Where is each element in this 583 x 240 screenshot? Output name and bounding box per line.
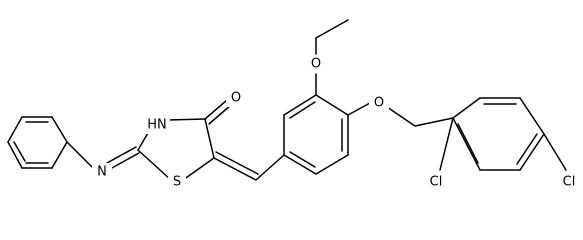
imine-nitrogen-label: N bbox=[97, 165, 107, 180]
bond bbox=[289, 151, 316, 168]
ortho-chlorine-label: Cl bbox=[430, 175, 443, 190]
bond bbox=[283, 154, 317, 175]
bond bbox=[452, 117, 481, 171]
bond bbox=[315, 19, 349, 39]
nh-label: HN bbox=[147, 118, 167, 133]
bond bbox=[204, 99, 228, 120]
bond bbox=[106, 146, 137, 164]
bond bbox=[215, 151, 259, 175]
bond bbox=[51, 116, 68, 143]
bond bbox=[289, 101, 316, 119]
bond bbox=[519, 97, 545, 135]
bond bbox=[51, 141, 68, 169]
label-background bbox=[369, 94, 389, 112]
thiazolidinone-ring bbox=[137, 99, 232, 181]
bond bbox=[386, 106, 416, 127]
bond bbox=[516, 133, 538, 165]
bond bbox=[519, 133, 545, 171]
para-chlorine-label: Cl bbox=[563, 175, 576, 190]
label-background bbox=[557, 173, 581, 191]
carbonyl-oxygen-label: O bbox=[231, 91, 241, 106]
bond bbox=[137, 149, 172, 181]
bond bbox=[315, 94, 349, 116]
bond bbox=[543, 133, 567, 171]
bond bbox=[167, 118, 206, 121]
bond bbox=[182, 157, 215, 181]
chemical-structure-diagram: O O O HN S N Cl Cl bbox=[7, 19, 581, 191]
bond bbox=[315, 154, 349, 175]
bond bbox=[255, 154, 285, 181]
bond bbox=[109, 152, 140, 170]
label-background bbox=[144, 116, 170, 134]
label-background bbox=[92, 163, 112, 181]
bond bbox=[66, 141, 93, 168]
bond bbox=[414, 117, 454, 127]
atom-labels: O O O HN S N Cl Cl bbox=[92, 55, 581, 191]
bond bbox=[7, 116, 23, 143]
bond bbox=[457, 123, 479, 164]
bond bbox=[439, 117, 454, 171]
central-benzene-ring bbox=[283, 94, 349, 175]
label-background bbox=[168, 173, 186, 191]
dichlorophenyl-ring bbox=[452, 97, 545, 171]
ether-oxygen-label: O bbox=[374, 96, 384, 111]
phenyl-ring bbox=[7, 116, 68, 169]
bond bbox=[283, 94, 317, 116]
label-background bbox=[306, 55, 326, 73]
bond bbox=[7, 141, 23, 169]
bond bbox=[208, 104, 232, 125]
sulfur-label: S bbox=[173, 175, 181, 190]
label-background bbox=[424, 173, 448, 191]
bond bbox=[13, 141, 26, 162]
bond bbox=[213, 157, 257, 181]
bond bbox=[347, 102, 371, 116]
bond bbox=[204, 118, 215, 159]
bond bbox=[452, 97, 481, 119]
ethoxy-oxygen-label: O bbox=[311, 57, 321, 72]
label-background bbox=[226, 89, 246, 107]
